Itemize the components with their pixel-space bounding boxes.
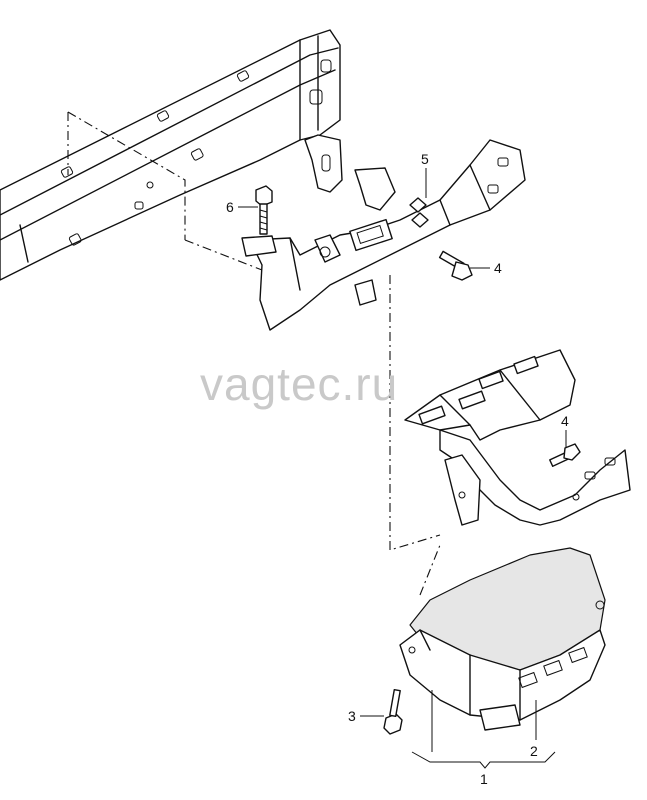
- assembly-lines: [67, 111, 441, 596]
- callout-6: 6: [226, 199, 234, 215]
- callout-4-upper: 4: [494, 260, 502, 276]
- callout-5: 5: [421, 151, 429, 167]
- airbag-module: [399, 547, 606, 731]
- callout-3: 3: [348, 708, 356, 724]
- callout-4-lower: 4: [561, 413, 569, 429]
- bolt-item-6: [255, 185, 273, 235]
- bolt-item-4-upper: [438, 250, 473, 281]
- airbag-housing-bracket: [404, 349, 631, 526]
- callout-2: 2: [530, 743, 538, 759]
- upper-airbag-bracket: [241, 139, 526, 331]
- watermark-text: vagtec.ru: [200, 358, 398, 410]
- bolt-item-3: [383, 688, 403, 735]
- cross-member-beam: [0, 29, 343, 281]
- leader-lines: [238, 168, 567, 769]
- bolt-item-4-lower: [549, 443, 581, 467]
- callout-1: 1: [480, 771, 488, 787]
